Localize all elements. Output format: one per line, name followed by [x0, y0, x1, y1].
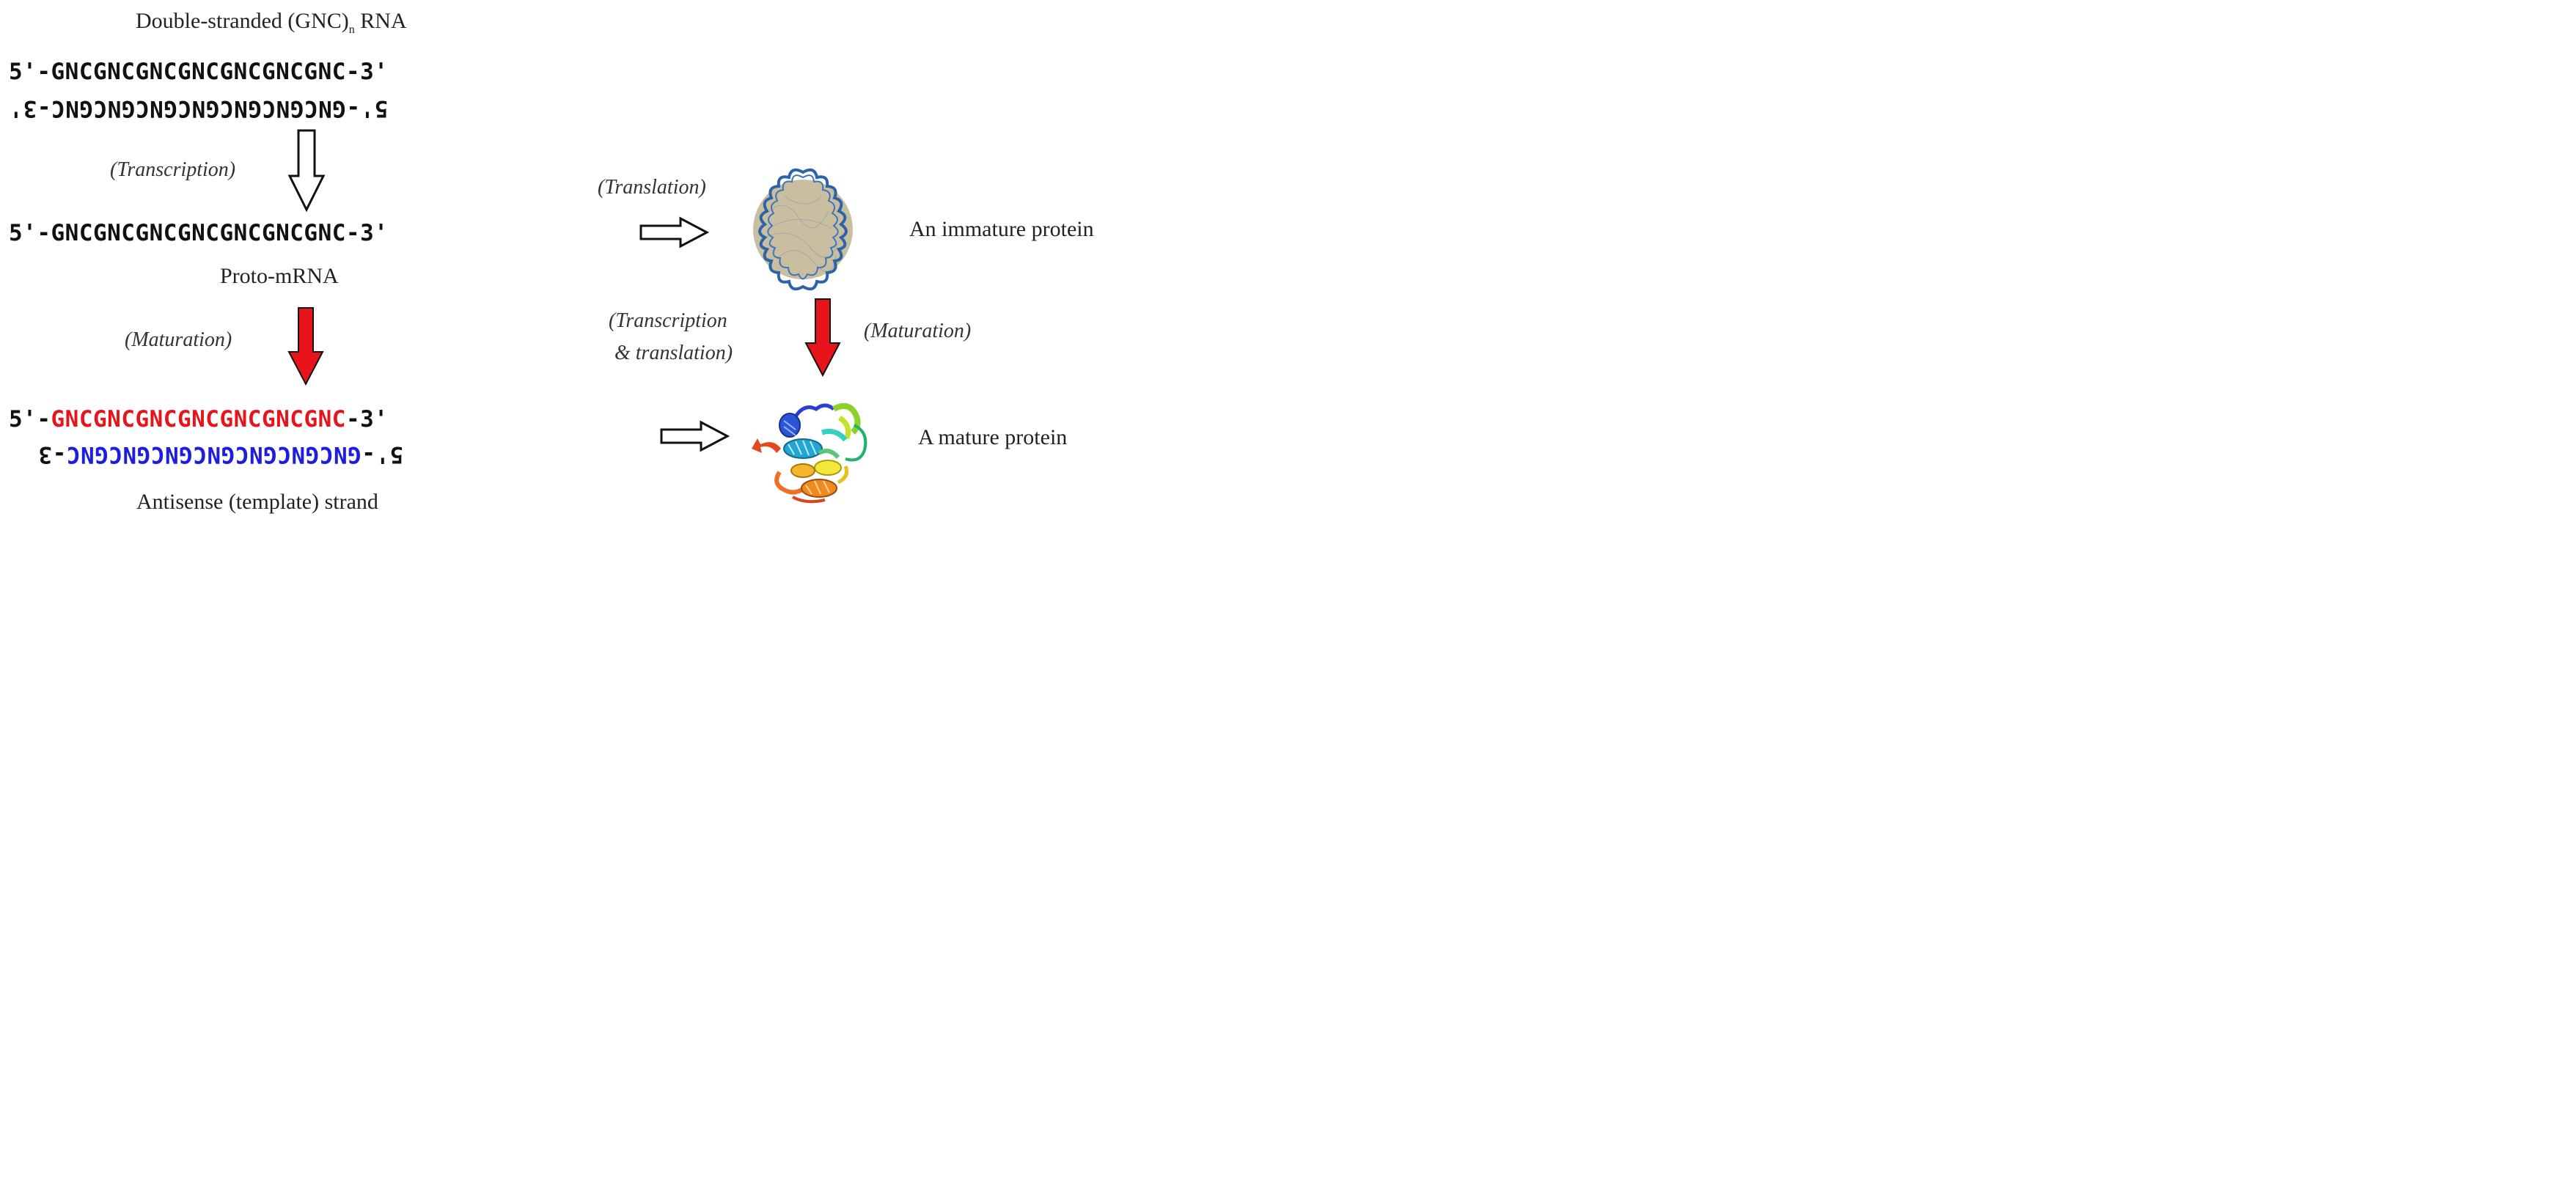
hollow-right-arrow-icon-2 — [660, 420, 730, 452]
mature-sense-strand: 5'-GNCGNCGNCGNCGNCGNCGNC-3' — [9, 406, 388, 432]
title-suffix: RNA — [354, 9, 407, 33]
antisense-strand-label: Antisense (template) strand — [136, 490, 378, 514]
sense-suffix: -3' — [345, 406, 389, 432]
step-transcription-translation-line1: (Transcription — [609, 309, 727, 332]
title-prefix: Double-stranded (GNC) — [136, 9, 349, 33]
sense-prefix: 5'- — [9, 406, 51, 432]
step-transcription: (Transcription) — [110, 158, 236, 181]
title-subscript: n — [348, 23, 355, 36]
mature-antisense-strand: 5'-GNCGNCGNCGNCGNCGNCGNC-3 — [38, 441, 403, 468]
hollow-down-arrow-icon — [287, 129, 326, 213]
red-down-arrow-icon-right — [804, 298, 841, 378]
random-coil-globule-icon — [753, 168, 853, 291]
step-maturation-right: (Maturation) — [864, 320, 972, 342]
mature-protein-label: A mature protein — [918, 425, 1068, 449]
proto-mrna-sequence: 5'-GNCGNCGNCGNCGNCGNCGNC-3' — [9, 220, 389, 246]
immature-protein-label: An immature protein — [909, 217, 1094, 241]
gnc-hypothesis-diagram: Double-stranded (GNC)n RNA 5'-GNCGNCGNCG… — [0, 0, 1146, 528]
antisense-suffix: -3 — [38, 441, 67, 468]
step-translation: (Translation) — [598, 176, 706, 199]
folded-protein-ribbon-icon — [752, 402, 867, 504]
hollow-right-arrow-icon — [639, 216, 710, 249]
antisense-prefix: 5'- — [361, 441, 404, 468]
step-transcription-translation-line2: & translation) — [614, 342, 733, 364]
antisense-core: GNCGNCGNCGNCGNCGNCGNC — [66, 441, 362, 468]
ds-rna-bottom-strand: 5'-GNCGNCGNCGNCGNCGNCGNC-3' — [9, 95, 389, 122]
proto-mrna-label: Proto-mRNA — [220, 264, 339, 288]
sense-core: GNCGNCGNCGNCGNCGNCGNC — [51, 406, 346, 432]
step-maturation-left: (Maturation) — [125, 328, 232, 351]
diagram-title: Double-stranded (GNC)n RNA — [136, 9, 407, 37]
ds-rna-top-strand: 5'-GNCGNCGNCGNCGNCGNCGNC-3' — [9, 59, 389, 85]
red-down-arrow-icon — [287, 307, 324, 386]
